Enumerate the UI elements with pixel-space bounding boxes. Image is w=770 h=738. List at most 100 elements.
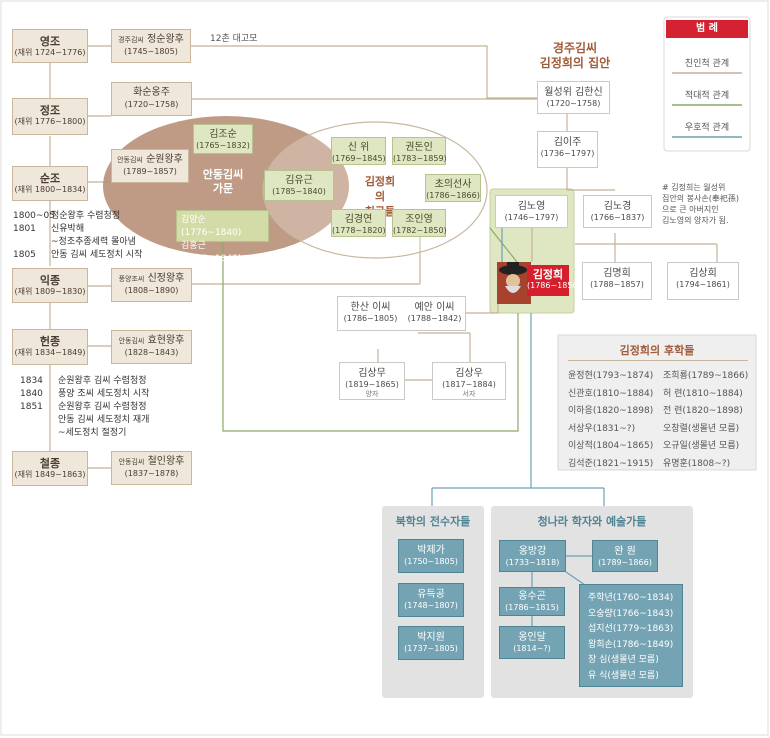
person-name: 박지원 [417,632,445,643]
queen-hyohyeon: 안동김씨 효현왕후 (1828~1843) [111,330,192,364]
person-years: (1794~1861) [676,280,730,289]
person-name: 김상희 [689,268,717,279]
king-reign: (재위 1849~1863) [14,470,86,479]
queen-cheorin: 안동김씨 철인왕후 (1837~1878) [111,451,192,485]
event-text: 풍양 조씨 세도정치 시작 [58,389,150,399]
wife-hansan: 한산 이씨 (1786~1805) [338,297,403,324]
person-years: (1786~1815) [505,603,559,612]
person-name: 예안 이씨 [414,302,455,313]
king-name: 영조 [39,35,61,48]
person-name: 옹인달 [518,632,546,643]
person-years: (1786~1866) [426,191,480,200]
friend-kwondonin: 권돈인 (1783~1859) [392,137,447,165]
person-name: 유득공 [417,589,445,600]
disciple-entry: 김석준(1821~1915) [568,458,654,469]
disciple-entry: 허 련(1810~1884) [663,388,743,399]
queen-clan: 안동김씨 [118,337,145,345]
disciple-entry: 오규일(생몰년 모름) [663,441,740,451]
person-years: (1748~1807) [404,601,458,610]
person-name: 옹수곤 [518,591,546,602]
person-kimnogyeong: 김노경 (1766~1837) [583,195,652,228]
person-name: 조인영 [405,214,433,225]
person-name: 김명희 [603,268,631,279]
qing-entry: 왕희손(1786~1849) [588,639,674,650]
person-note: 서자 [462,390,476,398]
legend-title: 범 례 [666,20,748,38]
friend-kimgyeongyeon: 김경연 (1778~1820) [331,209,386,237]
disciple-entry: 이하응(1820~1898) [568,406,654,416]
person-years: (1788~1857) [590,280,644,289]
note-line: 으로 큰 아버지인 [662,205,719,214]
queen-name: 순원왕후 [146,154,183,165]
king-reign: (재위 1809~1830) [14,287,86,296]
event-year: 1805 [13,250,36,260]
event-year: 1840 [20,389,43,399]
event-year: 1851 [20,402,43,412]
disciple-entry: 전 련(1820~1898) [663,406,743,416]
person-years: (1788~1842) [407,314,462,323]
event-text: 순원왕후 김씨 수렴청정 [58,376,147,386]
person-name: 김상우 [455,368,483,379]
person-bakjega: 박제가 (1750~1805) [398,539,464,573]
person-years: (1736~1797) [540,149,595,158]
queen-years: (1745~1805) [124,47,178,56]
person-kimiju: 김이주 (1736~1797) [537,131,598,168]
queen-name: 정순왕후 [147,34,184,45]
disciples-divider [568,360,748,361]
person-years: (1786~1856) [527,281,581,290]
person-kimnoyeong: 김노영 (1746~1797) [495,195,568,228]
event-text: ~세도정치 절정기 [58,428,127,438]
king-sunjo: 순조 (재위 1800~1834) [12,166,88,201]
andong-clan-label: 안동김씨 가문 [193,168,253,196]
person-wanwon: 완 원 (1789~1866) [592,540,658,572]
person-years: (1783~1859) [393,154,447,163]
queen-sunwon: 안동김씨 순원왕후 (1789~1857) [111,149,189,183]
person-name: 김경연 [344,214,373,225]
qing-group-list: 주학년(1760~1834) 오숭량(1766~1843) 섭지선(1779~1… [588,591,682,684]
king-heonjong: 헌종 (재위 1834~1849) [12,329,88,365]
person-line: 김양순 (1776~1840) [181,215,242,238]
event-text: 신유박해 [51,224,85,234]
kimjeonghui-portrait [497,262,531,304]
person-kimsangu: 김상우 (1817~1884) 서자 [432,362,506,400]
event-year: 1800~05 [13,211,55,221]
king-name: 순조 [39,172,61,185]
legend-panel [663,16,751,152]
disciples-col-left: 윤정현(1793~1874) 신관호(1810~1884) 이하응(1820~1… [568,368,658,473]
person-name: 김노영 [517,201,546,212]
person-kimyugeun: 김유근 (1785~1840) [264,170,334,201]
person-kimsangmu: 김상무 (1819~1865) 양자 [339,362,405,400]
person-kimjosun: 김조순 (1765~1832) [193,124,253,154]
disciples-panel [557,334,757,471]
king-name: 헌종 [39,335,61,348]
person-name: 초의선사 [434,179,472,190]
queen-clan: 안동김씨 [117,156,143,164]
king-yeongjo: 영조 (재위 1724~1776) [12,29,88,63]
person-yudeukgong: 유득공 (1748~1807) [398,583,464,617]
queen-years: (1837~1878) [124,469,179,478]
person-name: 박제가 [417,545,445,556]
qing-entry: 섭지선(1779~1863) [588,624,674,634]
queen-name: 효현왕후 [147,335,185,346]
note-adoption: # 김정희는 월성위 집안의 봉사손(奉祀孫) 으로 큰 아버지인 김노영의 양… [662,182,762,226]
person-name: 완 원 [614,546,636,557]
friends-label-line: 김정희의 [364,175,396,203]
king-reign: (재위 1800~1834) [14,185,86,194]
family-title-line: 경주김씨 [552,41,598,55]
person-years: (1814~?) [513,644,551,653]
person-name: 김노경 [603,201,632,212]
person-years: (1769~1845) [332,154,386,163]
person-years: (1765~1832) [196,141,250,150]
disciples-col-right: 조희룡(1789~1866) 허 련(1810~1884) 전 련(1820~1… [663,368,755,473]
person-name: 김유근 [285,175,313,186]
king-cheoljong: 철종 (재위 1849~1863) [12,451,88,486]
bukhak-title: 북학의 전수자들 [395,515,471,528]
disciple-entry: 신관호(1810~1884) [568,388,654,399]
note-line: # 김정희는 월성위 [662,183,726,192]
person-onginda: 옹인달 (1814~?) [499,626,565,659]
person-kimjeonghui: 김정희 (1786~1856) [527,265,581,296]
